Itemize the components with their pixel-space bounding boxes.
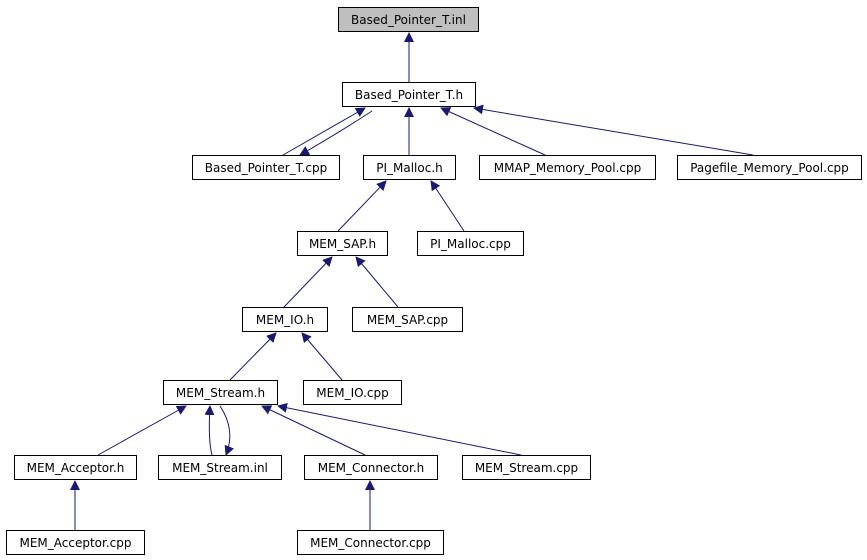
node-label: Based_Pointer_T.h — [354, 87, 464, 102]
node-label: MEM_Connector.cpp — [310, 535, 431, 550]
node-mem-sap-h[interactable]: MEM_SAP.h — [297, 231, 388, 256]
node-label: Based_Pointer_T.inl — [351, 12, 466, 27]
node-mmap-memory-pool-cpp[interactable]: MMAP_Memory_Pool.cpp — [479, 155, 656, 180]
edge-mem-acceptor-h-to-mem-stream-h — [97, 405, 187, 456]
node-label: MEM_SAP.cpp — [366, 312, 449, 327]
node-mem-stream-inl[interactable]: MEM_Stream.inl — [158, 455, 282, 480]
edge-mem-sap-cpp-to-mem-sap-h — [355, 256, 399, 308]
node-label: MMAP_Memory_Pool.cpp — [493, 160, 642, 175]
node-pi-malloc-cpp[interactable]: PI_Malloc.cpp — [417, 231, 524, 256]
edge-mmap-pool-to-bpt-h — [440, 107, 546, 156]
edge-mem-io-h-to-mem-sap-h — [283, 256, 333, 308]
node-mem-stream-cpp[interactable]: MEM_Stream.cpp — [462, 455, 591, 480]
node-label: PI_Malloc.h — [376, 160, 443, 175]
node-label: MEM_Stream.cpp — [474, 460, 579, 475]
node-mem-connector-h[interactable]: MEM_Connector.h — [304, 455, 438, 480]
node-mem-acceptor-cpp[interactable]: MEM_Acceptor.cpp — [6, 530, 145, 555]
node-label: Pagefile_Memory_Pool.cpp — [690, 160, 849, 175]
node-label: MEM_Stream.h — [175, 385, 266, 400]
node-based-pointer-t-inl[interactable]: Based_Pointer_T.inl — [338, 7, 479, 32]
edge-mem-stream-h-to-mem-io-h — [229, 332, 277, 381]
node-label: MEM_IO.cpp — [316, 385, 389, 400]
node-label: MEM_Stream.inl — [172, 460, 268, 475]
edge-mem-stream-cpp-to-mem-stream-h — [277, 402, 522, 456]
node-mem-connector-cpp[interactable]: MEM_Connector.cpp — [297, 530, 444, 555]
node-label: PI_Malloc.cpp — [430, 236, 511, 251]
edge-mem-sap-h-to-pi-malloc-h — [337, 180, 387, 232]
node-mem-sap-cpp[interactable]: MEM_SAP.cpp — [352, 307, 463, 332]
edge-mem-stream-h-to-mem-stream-inl-b — [219, 405, 234, 456]
edge-mem-stream-inl-to-mem-stream-h-a — [204, 405, 215, 456]
node-pi-malloc-h[interactable]: PI_Malloc.h — [363, 155, 456, 180]
node-mem-io-cpp[interactable]: MEM_IO.cpp — [303, 380, 402, 405]
edge-pagefile-pool-to-bpt-h — [473, 104, 754, 156]
node-based-pointer-t-h[interactable]: Based_Pointer_T.h — [342, 82, 476, 107]
edge-bpt-cpp-to-bpt-h-a — [282, 107, 366, 156]
node-label: MEM_Acceptor.h — [26, 460, 125, 475]
node-mem-io-h[interactable]: MEM_IO.h — [242, 307, 328, 332]
node-mem-acceptor-h[interactable]: MEM_Acceptor.h — [14, 455, 137, 480]
node-based-pointer-t-cpp[interactable]: Based_Pointer_T.cpp — [192, 155, 340, 180]
edge-pi-malloc-cpp-to-pi-malloc-h — [430, 180, 465, 232]
edge-mem-connector-h-to-mem-stream-h — [261, 405, 366, 456]
node-mem-stream-h[interactable]: MEM_Stream.h — [163, 380, 278, 405]
node-label: MEM_SAP.h — [308, 236, 377, 251]
node-label: MEM_Connector.h — [317, 460, 425, 475]
node-label: Based_Pointer_T.cpp — [204, 160, 328, 175]
edge-mem-io-cpp-to-mem-io-h — [301, 332, 343, 381]
node-label: MEM_IO.h — [255, 312, 315, 327]
node-pagefile-memory-pool-cpp[interactable]: Pagefile_Memory_Pool.cpp — [677, 155, 862, 180]
node-label: MEM_Acceptor.cpp — [19, 535, 132, 550]
edge-bpt-cpp-to-bpt-h-b — [299, 110, 373, 156]
